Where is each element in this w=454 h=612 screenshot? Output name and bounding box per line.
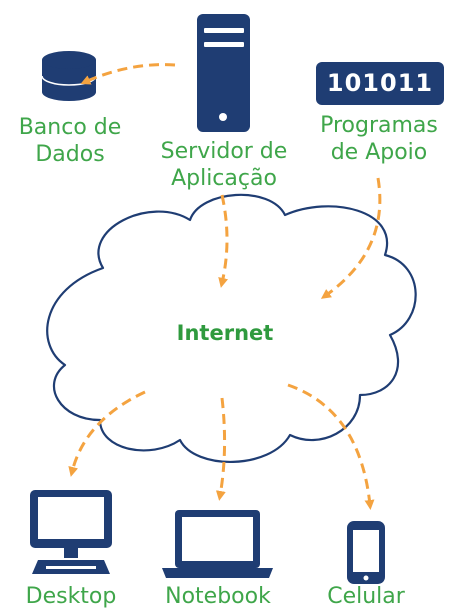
support-label-line2: de Apoio xyxy=(330,140,428,165)
binary-code-text: 101011 xyxy=(326,69,434,97)
server-label: Servidor de Aplicação xyxy=(146,138,302,192)
database-label: Banco de Dados xyxy=(0,114,140,168)
phone-label: Celular xyxy=(327,584,405,609)
arrow-internet-to-desktop xyxy=(68,390,146,477)
server-icon xyxy=(197,14,250,132)
laptop-icon xyxy=(162,510,273,578)
support-label: Programas de Apoio xyxy=(306,112,452,166)
desktop-label: Desktop xyxy=(25,584,117,609)
database-label-line1: Banco de xyxy=(18,115,122,140)
arrow-internet-to-phone xyxy=(287,383,375,510)
internet-label: Internet xyxy=(176,321,274,345)
server-label-line2: Aplicação xyxy=(171,166,277,191)
notebook-label: Notebook xyxy=(165,584,271,609)
arrow-support-to-internet xyxy=(320,177,382,299)
database-label-line2: Dados xyxy=(35,142,105,167)
support-label-line1: Programas xyxy=(320,113,438,138)
desktop-icon xyxy=(30,490,112,574)
arrow-server-to-internet xyxy=(218,194,229,288)
database-icon xyxy=(41,51,97,101)
arrow-internet-to-notebook xyxy=(215,397,227,501)
arrow-server-to-database xyxy=(80,63,176,85)
server-label-line1: Servidor de xyxy=(160,139,288,164)
smartphone-icon xyxy=(347,521,385,584)
binary-code-icon xyxy=(316,62,444,105)
